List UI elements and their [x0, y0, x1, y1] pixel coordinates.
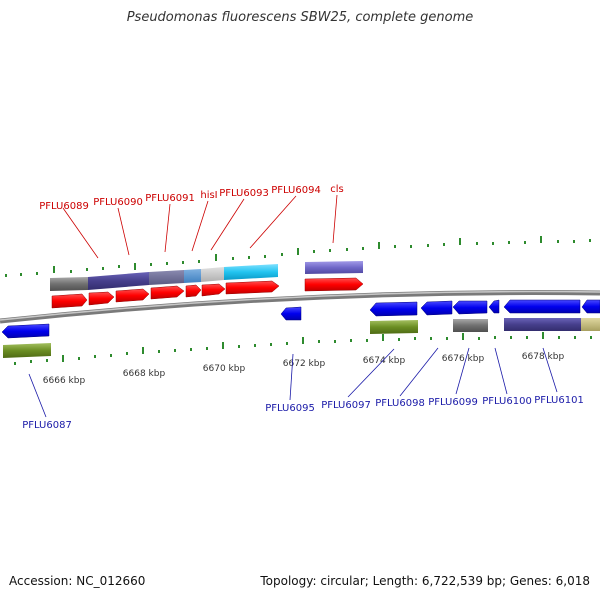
upper-tick-row [5, 236, 591, 277]
scale-label: 6670 kbp [203, 364, 246, 374]
lower-tick-row [14, 332, 592, 365]
cds-arrow[interactable] [304, 277, 364, 292]
gene-label-cls[interactable]: cls [330, 184, 344, 195]
cds-arrow[interactable] [201, 283, 226, 297]
feature-band[interactable] [453, 319, 488, 332]
forward-leader-lines [62, 194, 338, 259]
feature-band[interactable] [370, 320, 418, 334]
forward-feature-bands [50, 261, 363, 291]
gene-label-pflu6095[interactable]: PFLU6095 [265, 403, 315, 414]
gene-label-pflu6101[interactable]: PFLU6101 [534, 395, 584, 406]
accession-text: Accession: NC_012660 [9, 574, 146, 588]
genome-title: Pseudomonas fluorescens SBW25, complete … [126, 10, 474, 25]
scale-label: 6674 kbp [363, 356, 406, 366]
cds-arrow[interactable] [488, 299, 500, 314]
scale-label: 6676 kbp [442, 354, 485, 364]
reverse-cds-arrows [1, 299, 600, 339]
forward-cds-arrows [51, 277, 364, 309]
cds-arrow[interactable] [503, 299, 581, 314]
feature-band[interactable] [50, 277, 88, 291]
cds-arrow[interactable] [420, 300, 453, 316]
cds-arrow[interactable] [115, 288, 150, 303]
gene-label-pflu6100[interactable]: PFLU6100 [482, 396, 532, 407]
gene-label-pflu6087[interactable]: PFLU6087 [22, 420, 72, 431]
gene-label-pflu6098[interactable]: PFLU6098 [375, 398, 425, 409]
forward-gene-labels: PFLU6089 PFLU6090 PFLU6091 hisI PFLU6093… [39, 184, 344, 212]
gene-label-pflu6099[interactable]: PFLU6099 [428, 397, 478, 408]
feature-band[interactable] [504, 318, 581, 331]
reverse-gene-labels: PFLU6087 PFLU6095 PFLU6097 PFLU6098 PFLU… [22, 395, 584, 431]
cds-arrow[interactable] [88, 291, 115, 306]
genome-summary-text: Topology: circular; Length: 6,722,539 bp… [260, 574, 590, 588]
gene-label-pflu6090[interactable]: PFLU6090 [93, 197, 143, 208]
gene-label-hisi[interactable]: hisI [200, 190, 217, 201]
feature-band[interactable] [184, 269, 201, 283]
cds-arrow[interactable] [185, 284, 202, 298]
cds-arrow[interactable] [369, 301, 418, 317]
cds-arrow[interactable] [280, 306, 302, 321]
scale-label: 6668 kbp [123, 369, 166, 379]
cds-arrow[interactable] [1, 323, 50, 339]
feature-band[interactable] [149, 270, 184, 285]
dna-backbone [0, 290, 600, 324]
gene-label-pflu6091[interactable]: PFLU6091 [145, 193, 195, 204]
scale-label: 6666 kbp [43, 376, 86, 386]
scale-label: 6672 kbp [283, 359, 326, 369]
scale-label: 6678 kbp [522, 352, 565, 362]
dna-backbone-highlight [0, 290, 600, 321]
cds-arrow[interactable] [225, 280, 280, 295]
feature-band[interactable] [224, 264, 278, 280]
reverse-feature-bands [3, 318, 600, 358]
feature-band[interactable] [88, 272, 149, 290]
cds-arrow[interactable] [51, 293, 88, 309]
gene-label-pflu6089[interactable]: PFLU6089 [39, 201, 89, 212]
scale-labels: 6666 kbp 6668 kbp 6670 kbp 6672 kbp 6674… [43, 352, 565, 386]
reverse-leader-lines [28, 347, 558, 418]
cds-arrow[interactable] [150, 285, 185, 300]
cds-arrow[interactable] [452, 300, 488, 315]
cds-arrow[interactable] [581, 299, 600, 314]
feature-band[interactable] [201, 267, 224, 282]
gene-label-pflu6097[interactable]: PFLU6097 [321, 400, 371, 411]
gene-label-pflu6093[interactable]: PFLU6093 [219, 188, 269, 199]
feature-band[interactable] [581, 318, 600, 331]
feature-band[interactable] [3, 343, 51, 358]
feature-band[interactable] [305, 261, 363, 274]
gene-label-pflu6094[interactable]: PFLU6094 [271, 185, 321, 196]
